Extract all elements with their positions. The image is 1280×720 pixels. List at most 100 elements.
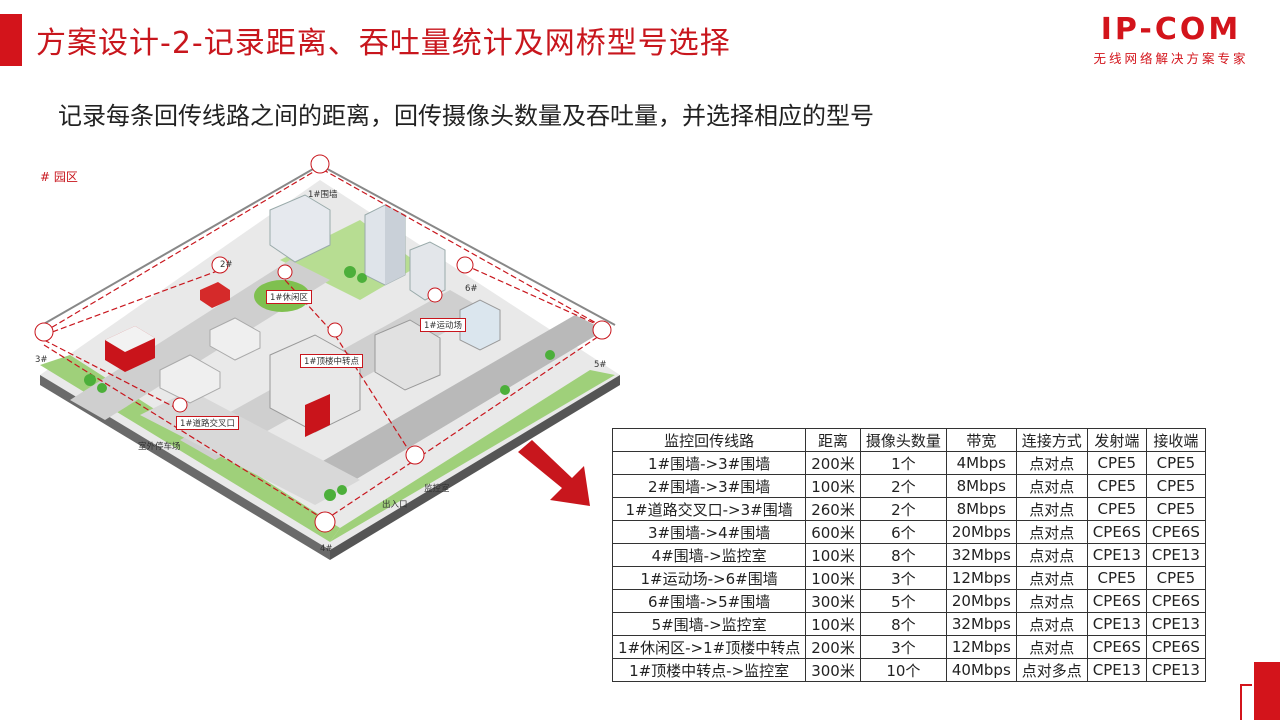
cell-distance: 200米 <box>805 451 861 475</box>
cell-receiver: CPE13 <box>1145 658 1206 682</box>
cell-connection: 点对多点 <box>1015 658 1088 682</box>
cell-transmitter: CPE13 <box>1086 543 1147 567</box>
cell-cameras: 2个 <box>859 474 947 498</box>
cell-transmitter: CPE13 <box>1086 658 1147 682</box>
cell-bandwidth: 12Mbps <box>945 635 1017 659</box>
cell-bandwidth: 32Mbps <box>945 612 1017 636</box>
cell-receiver: CPE5 <box>1145 566 1206 590</box>
cell-connection: 点对点 <box>1015 520 1088 544</box>
antenna-wall2 <box>211 256 229 274</box>
cell-transmitter: CPE6S <box>1086 589 1147 613</box>
cell-cameras: 3个 <box>859 635 947 659</box>
table-header-row: 监控回传线路 距离 摄像头数量 带宽 连接方式 发射端 接收端 <box>611 428 1206 452</box>
cell-cameras: 5个 <box>859 589 947 613</box>
col-header-connection: 连接方式 <box>1015 428 1088 452</box>
cell-receiver: CPE6S <box>1145 589 1206 613</box>
cell-transmitter: CPE5 <box>1086 497 1147 521</box>
cell-connection: 点对点 <box>1015 612 1088 636</box>
antenna-wall6 <box>456 256 474 274</box>
label-wall5: 5# <box>594 360 607 370</box>
cell-route: 1#运动场->6#围墙 <box>611 566 807 590</box>
cell-route: 6#围墙->5#围墙 <box>611 589 807 613</box>
label-gate: 出入口 <box>382 500 408 510</box>
antenna-monitor <box>405 445 425 465</box>
campus-tag: # 园区 <box>40 170 78 184</box>
cell-connection: 点对点 <box>1015 474 1088 498</box>
title-accent-bar <box>0 14 22 66</box>
cell-connection: 点对点 <box>1015 451 1088 475</box>
link-relay-monitor <box>334 334 416 461</box>
ground-edge-right <box>330 375 620 560</box>
cell-receiver: CPE6S <box>1145 635 1206 659</box>
label-sports: 1#运动场 <box>420 318 467 332</box>
cell-receiver: CPE13 <box>1145 612 1206 636</box>
col-header-transmitter: 发射端 <box>1086 428 1147 452</box>
cell-route: 1#围墙->3#围墙 <box>611 451 807 475</box>
cell-connection: 点对点 <box>1015 543 1088 567</box>
slide-subtitle: 记录每条回传线路之间的距离，回传摄像头数量及吞吐量，并选择相应的型号 <box>58 102 874 130</box>
cell-bandwidth: 4Mbps <box>945 451 1017 475</box>
cell-route: 1#道路交叉口->3#围墙 <box>611 497 807 521</box>
cell-bandwidth: 8Mbps <box>945 497 1017 521</box>
label-wall4: 4# <box>320 544 333 554</box>
label-crossroad: 1#道路交叉口 <box>176 416 240 430</box>
label-wall2: 2# <box>220 260 233 270</box>
building-tower <box>364 204 406 286</box>
cell-route: 4#围墙->监控室 <box>611 543 807 567</box>
label-monitor: 监控室 <box>424 484 450 494</box>
cell-distance: 100米 <box>805 566 861 590</box>
link-wall6-wall5 <box>464 264 606 329</box>
building-small-red <box>200 282 230 308</box>
building-left-low <box>159 317 261 404</box>
cell-transmitter: CPE5 <box>1086 566 1147 590</box>
logo-tagline: 无线网络解决方案专家 <box>1093 51 1249 66</box>
cell-distance: 100米 <box>805 543 861 567</box>
antenna-relay <box>327 322 343 338</box>
col-header-route: 监控回传线路 <box>611 428 807 452</box>
building-sports-dome <box>459 299 501 351</box>
col-header-bandwidth: 带宽 <box>945 428 1017 452</box>
cell-route: 5#围墙->监控室 <box>611 612 807 636</box>
cell-receiver: CPE13 <box>1145 543 1206 567</box>
antenna-wall5 <box>592 320 612 340</box>
cell-bandwidth: 8Mbps <box>945 474 1017 498</box>
antenna-sports <box>427 287 443 303</box>
link-crossroad-wall3 <box>43 339 181 411</box>
col-header-distance: 距离 <box>805 428 861 452</box>
cell-transmitter: CPE6S <box>1086 520 1147 544</box>
antenna-leisure <box>277 264 293 280</box>
cell-bandwidth: 12Mbps <box>945 566 1017 590</box>
cell-distance: 300米 <box>805 658 861 682</box>
grass-strip-right <box>330 370 615 542</box>
link-wall4-monitor <box>324 459 416 521</box>
ground-edge-left <box>40 375 330 560</box>
label-wall3: 3# <box>35 355 48 365</box>
cell-distance: 600米 <box>805 520 861 544</box>
link-wall5-monitor <box>414 331 606 461</box>
corner-decoration <box>1240 662 1280 720</box>
label-leisure: 1#休闲区 <box>266 290 313 304</box>
building-apartments <box>409 241 446 301</box>
antenna-wall3 <box>34 322 54 342</box>
campus-illustration <box>34 154 620 560</box>
cell-distance: 300米 <box>805 589 861 613</box>
col-header-cameras: 摄像头数量 <box>859 428 947 452</box>
cell-route: 1#顶楼中转点->监控室 <box>611 658 807 682</box>
link-stats-table: 监控回传线路 距离 摄像头数量 带宽 连接方式 发射端 接收端 1#围墙->3#… <box>611 428 1206 682</box>
cell-bandwidth: 40Mbps <box>945 658 1017 682</box>
cell-distance: 200米 <box>805 635 861 659</box>
cell-route: 1#休闲区->1#顶楼中转点 <box>611 635 807 659</box>
link-wall2-wall3 <box>43 269 221 336</box>
cell-bandwidth: 32Mbps <box>945 543 1017 567</box>
cell-cameras: 3个 <box>859 566 947 590</box>
col-header-receiver: 接收端 <box>1145 428 1206 452</box>
cell-receiver: CPE5 <box>1145 497 1206 521</box>
